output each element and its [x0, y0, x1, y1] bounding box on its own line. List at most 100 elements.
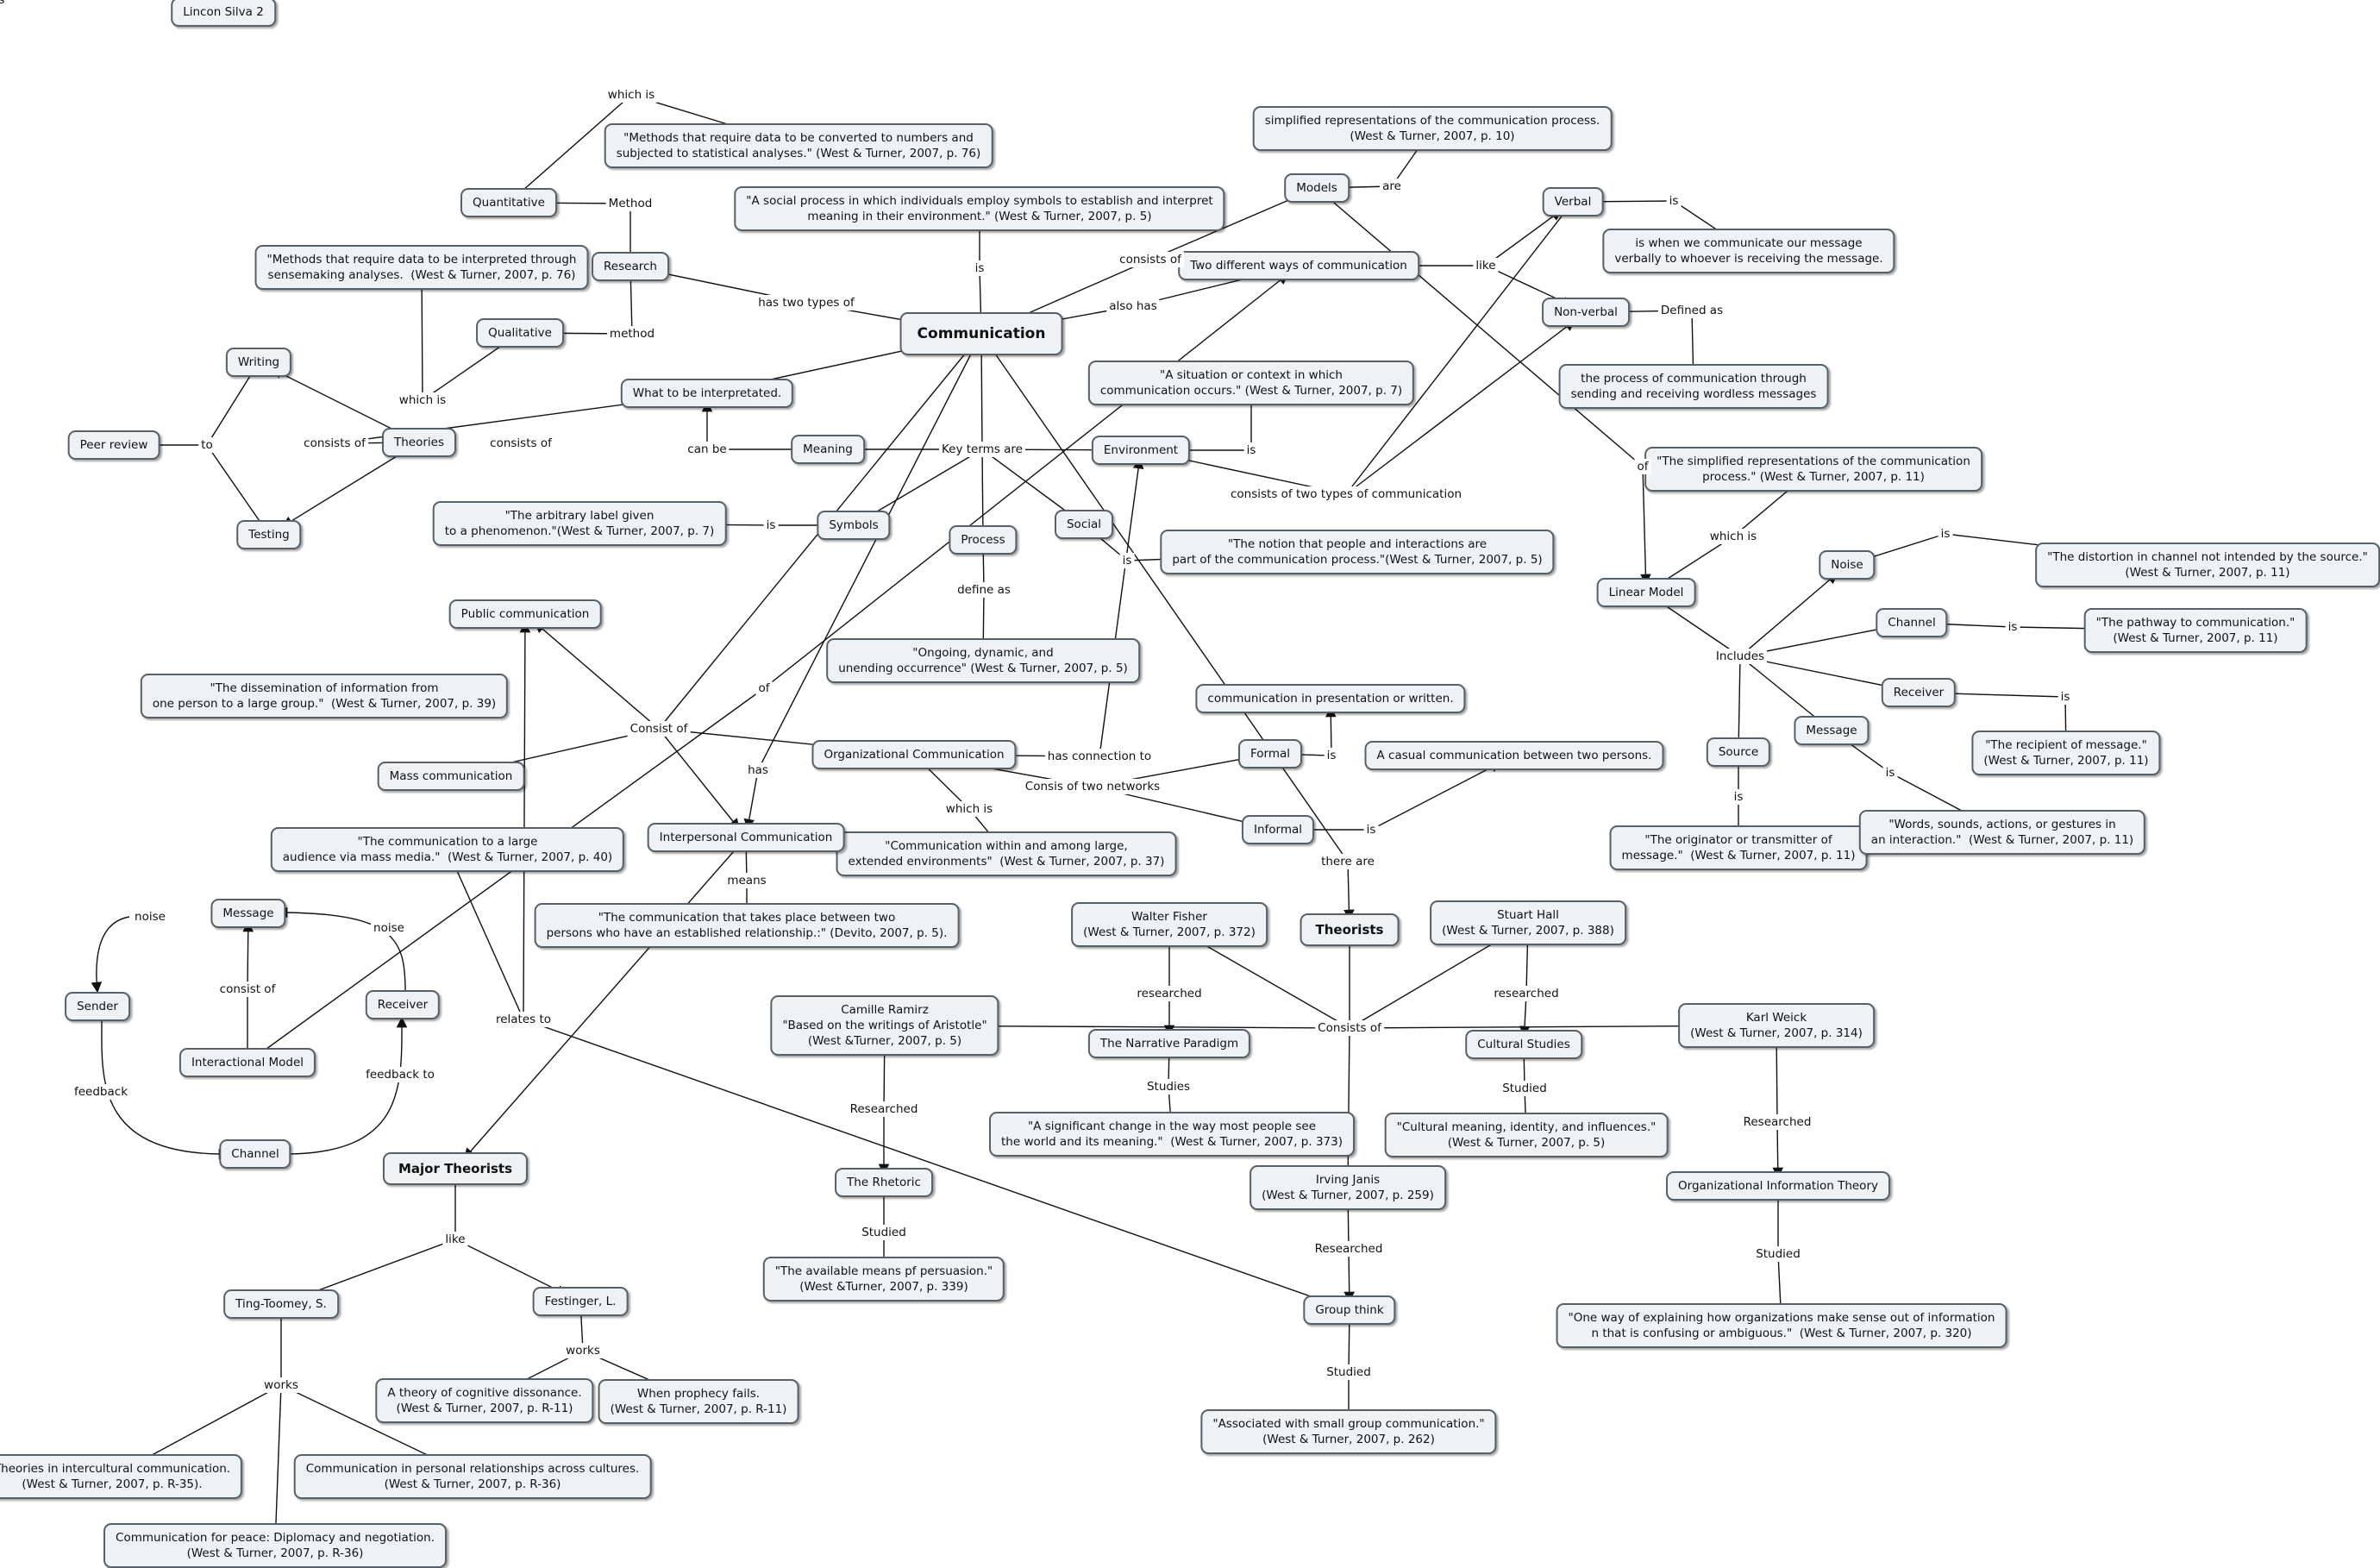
node-theories[interactable]: Theories: [381, 428, 457, 457]
node-receiver-def[interactable]: "The recipient of message." (West & Turn…: [1971, 731, 2161, 775]
node-theorists[interactable]: Theorists: [1300, 913, 1400, 946]
link-label-which-is-1: which is: [604, 87, 658, 103]
connector: [980, 333, 1349, 862]
node-ting[interactable]: Ting-Toomey, S.: [223, 1289, 339, 1319]
node-formal[interactable]: Formal: [1237, 739, 1303, 768]
node-formal-def[interactable]: communication in presentation or written…: [1195, 684, 1466, 713]
node-two-ways[interactable]: Two different ways of communication: [1178, 251, 1419, 280]
connector: [519, 621, 531, 1020]
node-meaning[interactable]: Meaning: [791, 435, 865, 464]
link-label-is-7: is: [2005, 619, 2020, 635]
node-stuart[interactable]: Stuart Hall (West & Turner, 2007, p. 388…: [1430, 900, 1626, 945]
node-int-message[interactable]: Message: [210, 899, 286, 928]
node-cultural-def[interactable]: "Cultural meaning, identity, and influen…: [1384, 1113, 1669, 1157]
link-label-is-12: is: [0, 0, 8, 8]
node-writing[interactable]: Writing: [225, 348, 292, 377]
link-label-has-two-types: has two types of: [755, 295, 857, 310]
node-informal-def[interactable]: A casual communication between two perso…: [1364, 741, 1664, 770]
node-nonverbal-def[interactable]: the process of communication through sen…: [1558, 364, 1829, 409]
node-interpersonal[interactable]: Interpersonal Communication: [647, 823, 845, 852]
link-label-researched-3: Researched: [847, 1101, 921, 1117]
node-environment[interactable]: Environment: [1091, 436, 1191, 465]
node-linear-def[interactable]: "The simplified representations of the c…: [1644, 447, 1982, 492]
node-models[interactable]: Models: [1284, 173, 1350, 203]
node-festinger[interactable]: Festinger, L.: [532, 1287, 629, 1316]
node-peer-review[interactable]: Peer review: [67, 430, 160, 460]
link-label-is-10: is: [1882, 765, 1898, 781]
node-dissonance[interactable]: A theory of cognitive dissonance. (West …: [375, 1378, 594, 1423]
node-models-def[interactable]: simplified representations of the commun…: [1252, 106, 1613, 151]
node-public-def[interactable]: "The dissemination of information from o…: [140, 674, 509, 718]
node-public[interactable]: Public communication: [448, 599, 602, 629]
node-relationships[interactable]: Communication in personal relationships …: [293, 1454, 652, 1499]
node-research[interactable]: Research: [592, 252, 669, 281]
node-karl[interactable]: Karl Weick (West & Turner, 2007, p. 314): [1678, 1003, 1875, 1048]
node-symbols-def[interactable]: "The arbitrary label given to a phenomen…: [432, 501, 727, 546]
link-label-studied-2: Studied: [859, 1225, 909, 1240]
node-process[interactable]: Process: [949, 525, 1018, 555]
node-symbols[interactable]: Symbols: [817, 511, 891, 540]
node-social-process[interactable]: "A social process in which individuals e…: [734, 186, 1225, 231]
node-prophecy[interactable]: When prophecy fails. (West & Turner, 200…: [598, 1379, 799, 1424]
node-source-def[interactable]: "The originator or transmitter of messag…: [1609, 825, 1868, 870]
node-linear-model[interactable]: Linear Model: [1596, 578, 1696, 607]
node-process-def[interactable]: "Ongoing, dynamic, and unending occurren…: [826, 638, 1140, 683]
node-message-def[interactable]: "Words, sounds, actions, or gestures in …: [1858, 810, 2146, 855]
link-label-also-has: also has: [1106, 298, 1160, 314]
node-qual-def[interactable]: "Methods that require data to be interpr…: [254, 245, 589, 290]
node-interactional[interactable]: Interactional Model: [178, 1048, 316, 1077]
link-label-has-connection: has connection to: [1044, 749, 1155, 764]
node-walter[interactable]: Walter Fisher (West & Turner, 2007, p. 3…: [1071, 902, 1268, 947]
node-org-comm[interactable]: Organizational Communication: [811, 740, 1017, 769]
node-source[interactable]: Source: [1706, 737, 1771, 767]
node-communication[interactable]: Communication: [899, 312, 1063, 355]
node-org-info[interactable]: Organizational Information Theory: [1666, 1171, 1890, 1201]
node-testing[interactable]: Testing: [236, 520, 302, 549]
node-qualitative[interactable]: Qualitative: [476, 318, 564, 348]
node-rhetoric[interactable]: The Rhetoric: [835, 1168, 933, 1197]
node-interpersonal-def[interactable]: "The communication that takes place betw…: [534, 903, 960, 948]
node-groupthink-def[interactable]: "Associated with small group communicati…: [1200, 1409, 1497, 1454]
node-groupthink[interactable]: Group think: [1303, 1295, 1396, 1325]
node-peace[interactable]: Communication for peace: Diplomacy and n…: [103, 1523, 447, 1568]
node-informal[interactable]: Informal: [1241, 815, 1315, 844]
node-what-interp[interactable]: What to be interpretated.: [620, 379, 794, 408]
node-channel-def[interactable]: "The pathway to communication." (West & …: [2083, 608, 2308, 653]
connector: [658, 728, 740, 830]
node-int-receiver[interactable]: Receiver: [365, 990, 441, 1019]
node-major[interactable]: Major Theorists: [382, 1152, 529, 1185]
link-label-of-1: of: [1634, 459, 1651, 474]
link-label-studies: Studies: [1143, 1079, 1193, 1094]
node-cultural[interactable]: Cultural Studies: [1465, 1030, 1582, 1059]
link-label-is-9: is: [1731, 789, 1746, 805]
node-mass[interactable]: Mass communication: [377, 762, 525, 791]
node-org-def[interactable]: "Communication within and among large, e…: [836, 831, 1177, 876]
node-int-channel[interactable]: Channel: [219, 1139, 291, 1169]
node-org-info-def[interactable]: "One way of explaining how organizations…: [1556, 1303, 2007, 1348]
node-irving[interactable]: Irving Janis (West & Turner, 2007, p. 25…: [1250, 1165, 1446, 1210]
link-label-consists-two-types: consists of two types of communication: [1227, 486, 1465, 502]
node-quant-def[interactable]: "Methods that require data to be convert…: [604, 123, 993, 168]
node-camille[interactable]: Camille Ramirz "Based on the writings of…: [770, 995, 999, 1056]
node-mass-def[interactable]: "The communication to a large audience v…: [270, 827, 625, 872]
node-quantitative[interactable]: Quantitative: [460, 188, 557, 217]
node-env-def[interactable]: "A situation or context in which communi…: [1087, 361, 1415, 405]
node-sender[interactable]: Sender: [65, 992, 130, 1021]
node-verbal[interactable]: Verbal: [1542, 187, 1604, 216]
node-nonverbal[interactable]: Non-verbal: [1542, 298, 1630, 327]
node-message[interactable]: Message: [1794, 716, 1870, 745]
node-rhetoric-def[interactable]: "The available means pf persuasion." (We…: [762, 1257, 1005, 1301]
node-noise[interactable]: Noise: [1819, 550, 1876, 580]
link-label-which-is-2: which is: [396, 392, 449, 408]
connector: [1181, 931, 1350, 1029]
node-narrative[interactable]: The Narrative Paradigm: [1087, 1029, 1251, 1058]
node-social[interactable]: Social: [1054, 510, 1114, 539]
node-channel[interactable]: Channel: [1876, 608, 1948, 637]
node-social-def[interactable]: "The notion that people and interactions…: [1160, 530, 1555, 574]
node-receiver[interactable]: Receiver: [1881, 678, 1957, 707]
node-noise-def[interactable]: "The distortion in channel not intended …: [2035, 543, 2380, 587]
connector: [534, 622, 660, 730]
node-narrative-def[interactable]: "A significant change in the way most pe…: [989, 1112, 1355, 1157]
node-verbal-def[interactable]: is when we communicate our message verba…: [1602, 229, 1895, 273]
node-intercultural[interactable]: Theories in intercultural communication.…: [0, 1454, 243, 1499]
